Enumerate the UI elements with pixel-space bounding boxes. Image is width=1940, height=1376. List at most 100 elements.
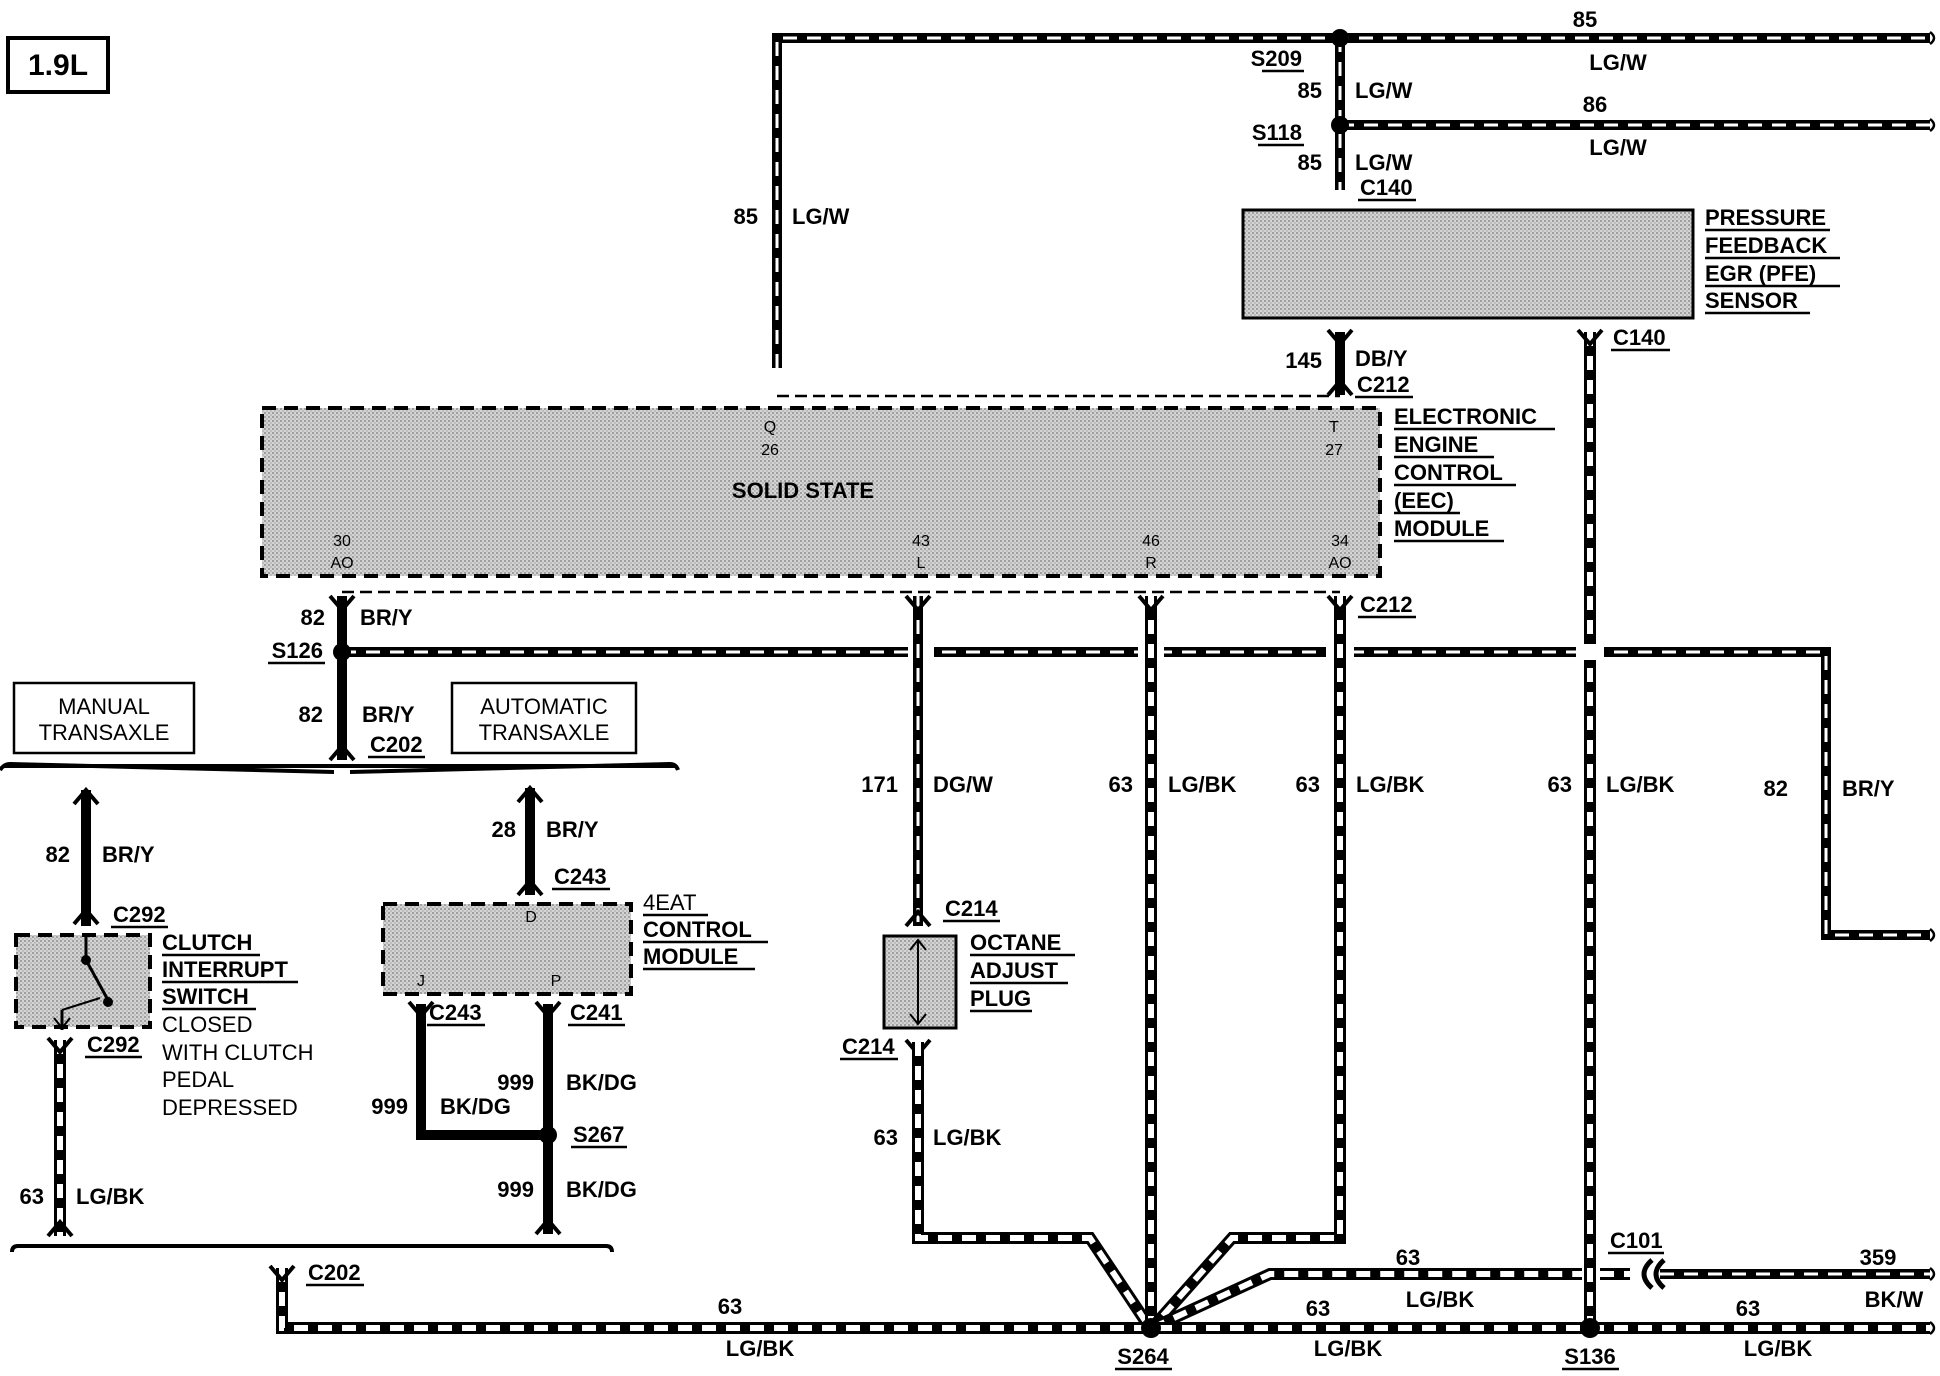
wires-octane-63-num-text: 63: [874, 1125, 898, 1150]
modules-clutch-switch-note-1-text: WITH CLUTCH: [162, 1040, 314, 1065]
wires-s126-to-c202-num-text: 82: [299, 702, 323, 727]
wires-octane-63-color-text: LG/BK: [933, 1125, 1002, 1150]
modules-eat-module-pin-d-text: D: [525, 909, 537, 926]
wires-eec-to-s126-color-text: BR/Y: [360, 605, 413, 630]
modules-clutch-switch-note-0-text: CLOSED: [162, 1012, 252, 1037]
wires-s264-c101-63-num-text: 63: [1396, 1245, 1420, 1270]
modules-eec-module-pins-l43-num-text: 43: [912, 533, 930, 550]
connectors-c292-bottom-text: C292: [87, 1032, 140, 1057]
connectors-c214-top-text: C214: [945, 896, 998, 921]
connectors-s267-text: S267: [573, 1122, 624, 1147]
wires-s136-right-63-num-text: 63: [1736, 1296, 1760, 1321]
wires-j-999-color-text: BK/DG: [440, 1094, 511, 1119]
connectors-c214-bottom-text: C214: [842, 1034, 895, 1059]
wires-manual-82-num-text: 82: [46, 842, 70, 867]
wires-s267-999-color-text: BK/DG: [566, 1177, 637, 1202]
splice-s209: [1331, 29, 1349, 47]
wires-eec-to-s126-num-text: 82: [301, 605, 325, 630]
wires-s264-c101-63-color-text: LG/BK: [1406, 1287, 1475, 1312]
connectors-s136-text: S136: [1564, 1344, 1615, 1369]
eec-module: SOLID STATE Q 26 T 27 30 AO 43 L 46 R 34…: [260, 404, 1555, 578]
wires-top-right-2-num-text: 86: [1583, 92, 1607, 117]
connectors-c101-text: C101: [1610, 1228, 1663, 1253]
wires-r46-63-color-text: LG/BK: [1168, 772, 1237, 797]
modules-eec-module-center-text-text: SOLID STATE: [732, 478, 874, 503]
connectors-c212-bottom-text: C212: [1360, 592, 1413, 617]
wires-s126-to-c202-color-text: BR/Y: [362, 702, 415, 727]
connectors-c140-top-text: C140: [1360, 175, 1413, 200]
octane-adjust-plug: OCTANE ADJUST PLUG: [882, 930, 1075, 1030]
connectors-s126-text: S126: [272, 638, 323, 663]
modules-eat-module-label-0-text: 4EAT: [643, 890, 696, 915]
wires-auto-28-num-text: 28: [492, 817, 516, 842]
modules-eat-module-label-1-text: CONTROL: [643, 917, 752, 942]
modules-eec-module-label-4-text: MODULE: [1394, 516, 1489, 541]
wires-s136-right-63-color-text: LG/BK: [1744, 1336, 1813, 1361]
wires-clutch-63-color-text: LG/BK: [76, 1184, 145, 1209]
wires-r46-63-num-text: 63: [1109, 772, 1133, 797]
wire-85-top-run: [772, 33, 1930, 368]
modules-octane-plug-label-1-text: ADJUST: [970, 958, 1059, 983]
modules-pfe-sensor-label-2-text: EGR (PFE): [1705, 261, 1816, 286]
modules-pfe-sensor-label-0-text: PRESSURE: [1705, 205, 1826, 230]
wires-s118-c140-num-text: 85: [1298, 150, 1322, 175]
connectors-c241-text: C241: [570, 1000, 623, 1025]
wires-s267-999-num-text: 999: [497, 1177, 534, 1202]
wires-octane-171-color-text: DG/W: [933, 772, 993, 797]
modules-eec-module-pins-ao30-letter-text: AO: [330, 555, 353, 572]
connectors-c243-top-text: C243: [554, 864, 607, 889]
pfe-sensor: PRESSURE FEEDBACK EGR (PFE) SENSOR: [1241, 205, 1840, 320]
modules-clutch-switch-label-2-text: SWITCH: [162, 984, 249, 1009]
4eat-control-module: D J P 4EAT CONTROL MODULE: [381, 890, 768, 996]
wires-ao34-63-color-text: LG/BK: [1356, 772, 1425, 797]
modules-clutch-switch-note-3-text: DEPRESSED: [162, 1095, 298, 1120]
modules-eec-module-label-0-text: ELECTRONIC: [1394, 404, 1537, 429]
modules-automatic-transaxle-1-text: TRANSAXLE: [479, 720, 610, 745]
modules-manual-transaxle-1-text: TRANSAXLE: [39, 720, 170, 745]
wires-right-82-num-text: 82: [1764, 776, 1788, 801]
manual-transaxle-label: MANUAL TRANSAXLE: [12, 681, 196, 755]
modules-eec-module-label-2-text: CONTROL: [1394, 460, 1503, 485]
splice-s264: [1141, 1318, 1161, 1338]
wires-c101-359-color-text: BK/W: [1865, 1287, 1924, 1312]
wires-auto-28-color-text: BR/Y: [546, 817, 599, 842]
modules-eec-module-label-1-text: ENGINE: [1394, 432, 1478, 457]
wires-pfe-to-eec-num-text: 145: [1285, 348, 1322, 373]
wires-ao34-63-num-text: 63: [1296, 772, 1320, 797]
connectors-s264-text: S264: [1117, 1344, 1169, 1369]
wires-right-82-color-text: BR/Y: [1842, 776, 1895, 801]
connectors-s118-text: S118: [1252, 120, 1302, 145]
modules-eec-module-pins-r46-num-text: 46: [1142, 533, 1160, 550]
wires-s264-s136-63-num-text: 63: [1306, 1296, 1330, 1321]
wires-s209-s118-color-text: LG/W: [1355, 78, 1413, 103]
modules-eec-module-pins-ao30-num-text: 30: [333, 533, 351, 550]
modules-eec-module-pins-ao34-num-text: 34: [1331, 533, 1349, 550]
connectors-s209-text: S209: [1251, 46, 1302, 71]
modules-eec-module-pins-ao34-letter-text: AO: [1328, 555, 1351, 572]
wires-s118-c140-color-text: LG/W: [1355, 150, 1413, 175]
modules-eec-module-pins-q-num-text: 26: [761, 442, 779, 459]
modules-eec-module-pins-t-letter-text: T: [1329, 419, 1339, 436]
modules-manual-transaxle-0-text: MANUAL: [58, 694, 150, 719]
wires-c140-63-color-text: LG/BK: [1606, 772, 1675, 797]
wires-c101-359-num-text: 359: [1860, 1245, 1897, 1270]
connectors-c212-top-text: C212: [1357, 372, 1410, 397]
modules-octane-plug-label-2-text: PLUG: [970, 986, 1031, 1011]
connectors-c202-top-text: C202: [370, 732, 423, 757]
clutch-interrupt-switch: CLUTCH INTERRUPT SWITCH CLOSED WITH CLUT…: [14, 930, 314, 1120]
wires-s209-s118-num-text: 85: [1298, 78, 1322, 103]
automatic-transaxle-label: AUTOMATIC TRANSAXLE: [450, 681, 638, 755]
modules-clutch-switch-label-1-text: INTERRUPT: [162, 957, 288, 982]
splice-s267: [539, 1126, 557, 1144]
wires-top-right-2-color-text: LG/W: [1589, 135, 1647, 160]
modules-eec-module-pins-q-letter-text: Q: [764, 419, 776, 436]
modules-eec-module-pins-t-num-text: 27: [1325, 442, 1343, 459]
wires-clutch-63-num-text: 63: [20, 1184, 44, 1209]
wires-p-999-num-text: 999: [497, 1070, 534, 1095]
modules-eat-module-pin-j-text: J: [417, 973, 425, 990]
connector-c101: [1641, 1258, 1666, 1290]
wires-j-999-num-text: 999: [371, 1094, 408, 1119]
wires-s264-s136-63-color-text: LG/BK: [1314, 1336, 1383, 1361]
modules-clutch-switch-note-2-text: PEDAL: [162, 1067, 234, 1092]
